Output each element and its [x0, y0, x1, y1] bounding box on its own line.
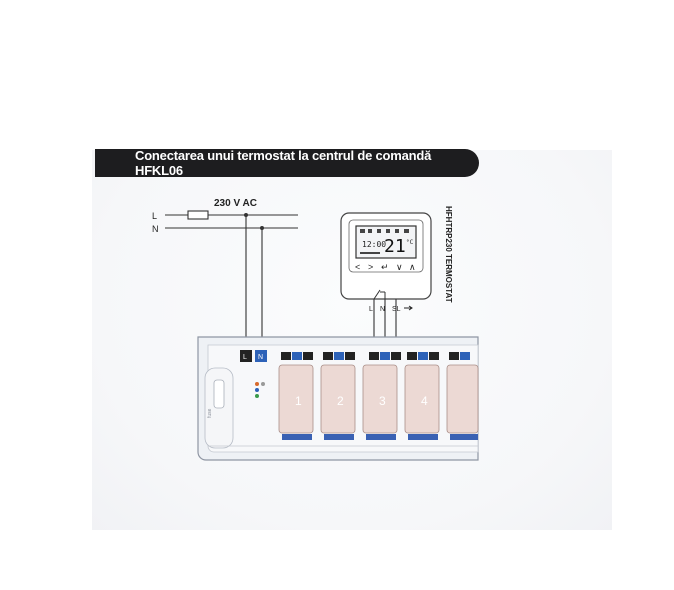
button-right: > — [368, 262, 373, 272]
diagram-title: Conectarea unui termostat la centrul de … — [95, 148, 479, 178]
zone-number-3: 3 — [379, 394, 386, 408]
junction-l — [244, 213, 248, 217]
thermostat: 12:00 21 °C < > ↵ ∨ ∧ HFHTRP230 TERMOSTA… — [340, 206, 453, 313]
neutral-label: N — [152, 224, 159, 234]
thermostat-model-label: HFHTRP230 TERMOSTAT — [444, 206, 453, 303]
button-down: ∨ — [396, 262, 403, 272]
fuse-label: fuse — [207, 408, 213, 418]
zone-module-2: 2 — [320, 352, 356, 440]
zone-number-4: 4 — [421, 394, 428, 408]
zone-module-5-partial — [446, 352, 479, 440]
display-time: 12:00 — [362, 240, 386, 249]
power-terminal-n-label: N — [258, 354, 263, 361]
button-up: ∧ — [409, 262, 416, 272]
junction-n — [260, 226, 264, 230]
zone-module-3: 3 — [362, 352, 401, 440]
display-icons — [360, 229, 409, 254]
controller-board: fuse L N 1 2 — [197, 336, 479, 461]
line-label: L — [152, 211, 157, 221]
button-enter: ↵ — [381, 262, 389, 272]
button-left: < — [355, 262, 360, 272]
diagram-title-text: Conectarea unui termostat la centrul de … — [135, 148, 432, 178]
display-temp: 21 — [384, 236, 406, 257]
supply-lines — [165, 210, 298, 350]
voltage-label: 230 V AC — [214, 198, 257, 209]
power-terminal-l-label: L — [243, 354, 247, 361]
power-terminal-l — [240, 350, 252, 362]
zone-number-1: 1 — [295, 394, 302, 408]
output-arrow-icon — [404, 305, 413, 311]
zone-number-2: 2 — [337, 394, 344, 408]
zone-module-4: 4 — [404, 352, 440, 440]
zone-module-1: 1 — [278, 352, 314, 440]
display-unit: °C — [406, 239, 414, 246]
terminal-l-label: L — [369, 306, 373, 313]
power-terminal-n — [255, 350, 267, 362]
terminal-n-label: N — [380, 306, 385, 313]
